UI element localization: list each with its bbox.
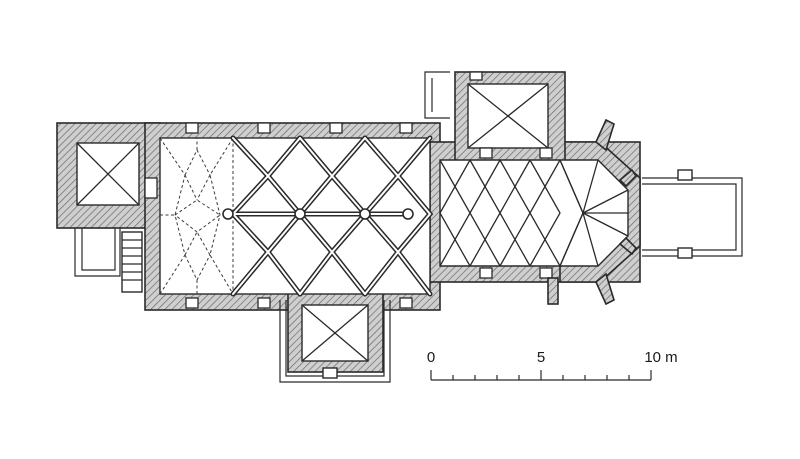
scale-label-10m: 10 m <box>644 349 677 366</box>
scale-label-0: 0 <box>427 349 435 366</box>
staircase <box>122 239 142 281</box>
cross-vaults <box>76 83 549 362</box>
vault-boss <box>359 208 371 220</box>
piers <box>144 71 638 309</box>
scale-label-5: 5 <box>537 349 545 366</box>
annex-outlines <box>74 71 743 383</box>
vault-boss <box>294 208 306 220</box>
chancel-vault <box>439 159 629 267</box>
vault-boss <box>402 208 414 220</box>
scale-bar: 0 5 10 m <box>427 349 678 381</box>
net-vault <box>222 135 434 297</box>
vault-boss <box>222 208 234 220</box>
